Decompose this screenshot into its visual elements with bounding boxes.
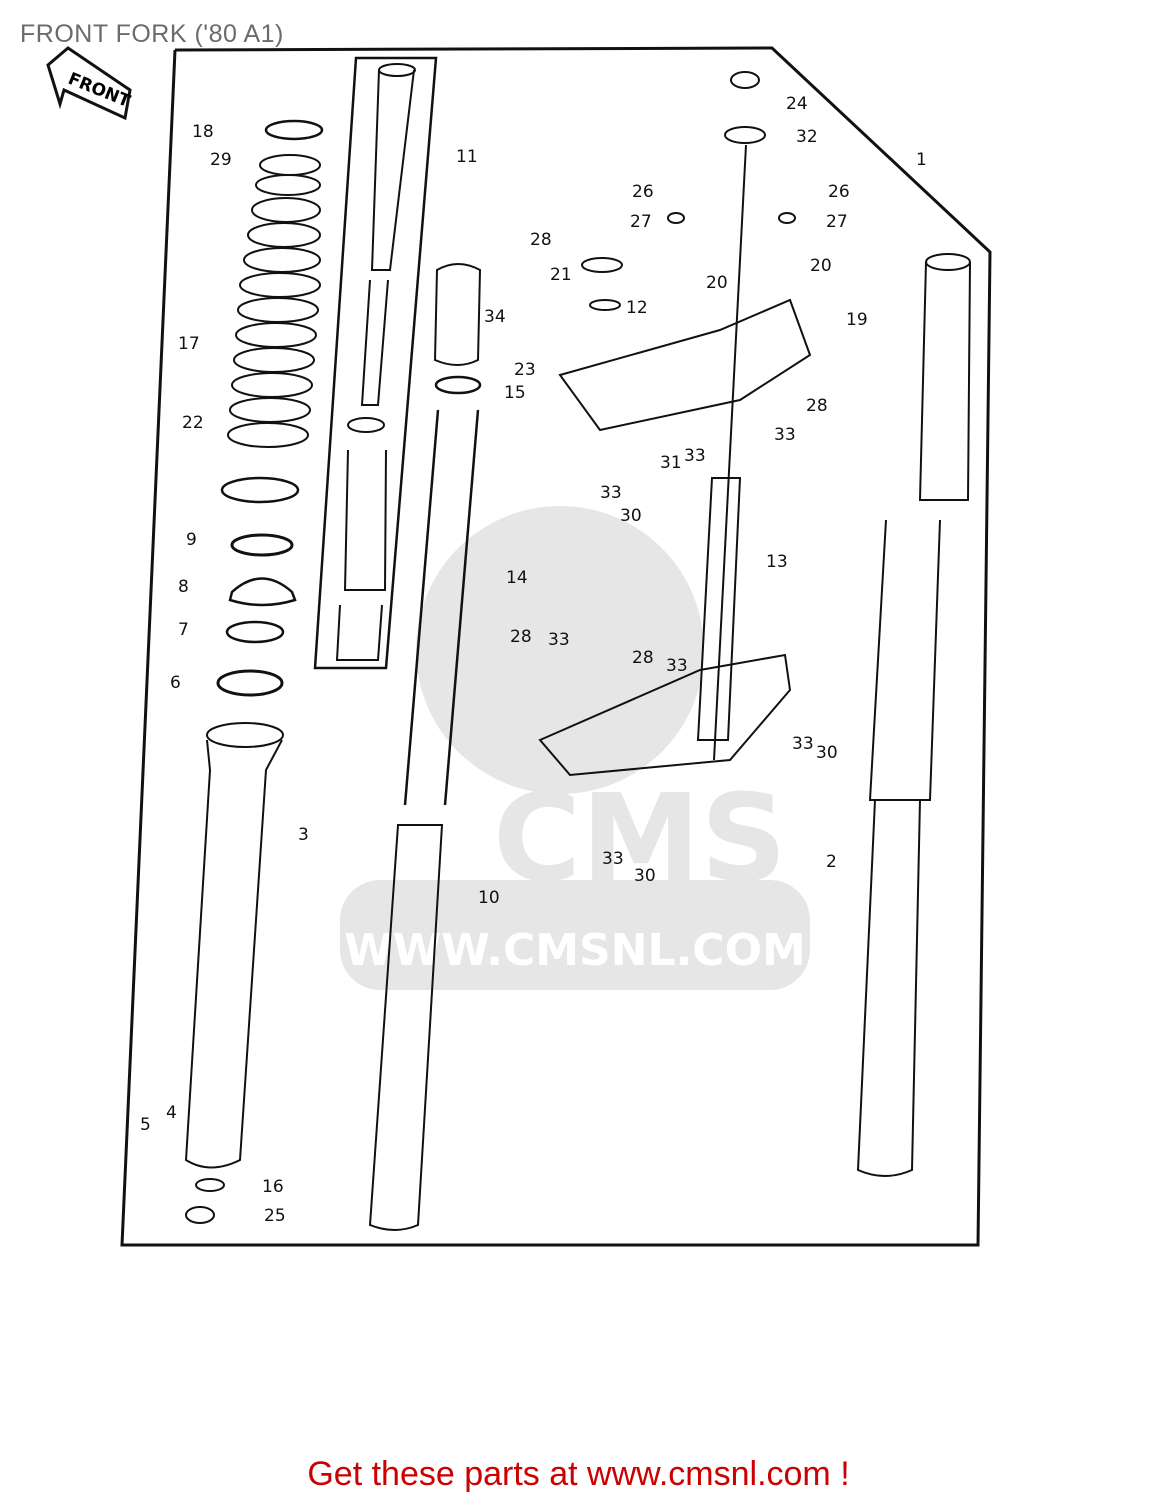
callout-label: 11 bbox=[456, 147, 478, 167]
part-34-spacer bbox=[433, 263, 482, 366]
part-19-upper-bracket bbox=[558, 298, 812, 432]
callout-label: 9 bbox=[186, 530, 197, 550]
callout-label: 27 bbox=[630, 212, 652, 232]
callout-label: 16 bbox=[262, 1177, 284, 1197]
callout-label: 17 bbox=[178, 334, 200, 354]
callout-label: 28 bbox=[632, 648, 654, 668]
callout-label: 1 bbox=[916, 150, 927, 170]
part-11-inner bbox=[335, 63, 416, 661]
watermark-logo: CMS bbox=[493, 770, 787, 909]
callout-label: 33 bbox=[666, 656, 688, 676]
callout-label: 28 bbox=[530, 230, 552, 250]
callout-label: 26 bbox=[828, 182, 850, 202]
callout-label: 33 bbox=[602, 849, 624, 869]
part-10-tube bbox=[368, 824, 444, 1231]
part-13-stem bbox=[696, 477, 742, 741]
diagram-title: FRONT FORK ('80 A1) bbox=[20, 20, 284, 48]
inner-box-11 bbox=[313, 56, 438, 670]
callout-label: 5 bbox=[140, 1115, 151, 1135]
callout-label: 27 bbox=[826, 212, 848, 232]
callout-label: 13 bbox=[766, 552, 788, 572]
callout-label: 18 bbox=[192, 122, 214, 142]
callout-label: 15 bbox=[504, 383, 526, 403]
callout-label: 34 bbox=[484, 307, 506, 327]
callout-label: 4 bbox=[166, 1103, 177, 1123]
callout-label: 31 bbox=[660, 453, 682, 473]
callout-label: 26 bbox=[632, 182, 654, 202]
callout-label: 33 bbox=[548, 630, 570, 650]
callout-label: 30 bbox=[816, 743, 838, 763]
callout-label: 28 bbox=[510, 627, 532, 647]
callout-label: 25 bbox=[264, 1206, 286, 1226]
part-3-outer-tube bbox=[184, 722, 284, 1169]
callout-label: 30 bbox=[634, 866, 656, 886]
callout-label: 24 bbox=[786, 94, 808, 114]
callout-label: 6 bbox=[170, 673, 181, 693]
callout-label: 10 bbox=[478, 888, 500, 908]
callout-label: 3 bbox=[298, 825, 309, 845]
part-2-right-fork bbox=[856, 253, 971, 1177]
callout-label: 33 bbox=[774, 425, 796, 445]
callout-label: 32 bbox=[796, 127, 818, 147]
watermark-url: WWW.CMSNL.COM bbox=[344, 925, 806, 976]
callout-label: 21 bbox=[550, 265, 572, 285]
footer-cta-link[interactable]: Get these parts at www.cmsnl.com ! bbox=[307, 1455, 850, 1493]
callout-label: 8 bbox=[178, 577, 189, 597]
callout-label: 29 bbox=[210, 150, 232, 170]
callout-label: 30 bbox=[620, 506, 642, 526]
frame-outline bbox=[120, 46, 992, 1247]
callout-label: 20 bbox=[706, 273, 728, 293]
callout-label: 33 bbox=[600, 483, 622, 503]
callout-label: 14 bbox=[506, 568, 528, 588]
part-14-spring bbox=[403, 409, 480, 806]
part-17-boot bbox=[227, 154, 321, 448]
callout-label: 19 bbox=[846, 310, 868, 330]
callout-label: 28 bbox=[806, 396, 828, 416]
callout-label: 23 bbox=[514, 360, 536, 380]
front-arrow-badge: FRONT bbox=[46, 46, 133, 121]
callout-label: 22 bbox=[182, 413, 204, 433]
callouts: 1234567891011121314151617181920202122232… bbox=[140, 94, 927, 1226]
callout-label: 33 bbox=[792, 734, 814, 754]
cmsnl-watermark: WWW.CMSNL.COM CMS bbox=[340, 506, 810, 990]
callout-label: 2 bbox=[826, 852, 837, 872]
lower-bracket bbox=[538, 653, 792, 777]
callout-label: 12 bbox=[626, 298, 648, 318]
callout-label: 33 bbox=[684, 446, 706, 466]
callout-label: 20 bbox=[810, 256, 832, 276]
callout-label: 7 bbox=[178, 620, 189, 640]
